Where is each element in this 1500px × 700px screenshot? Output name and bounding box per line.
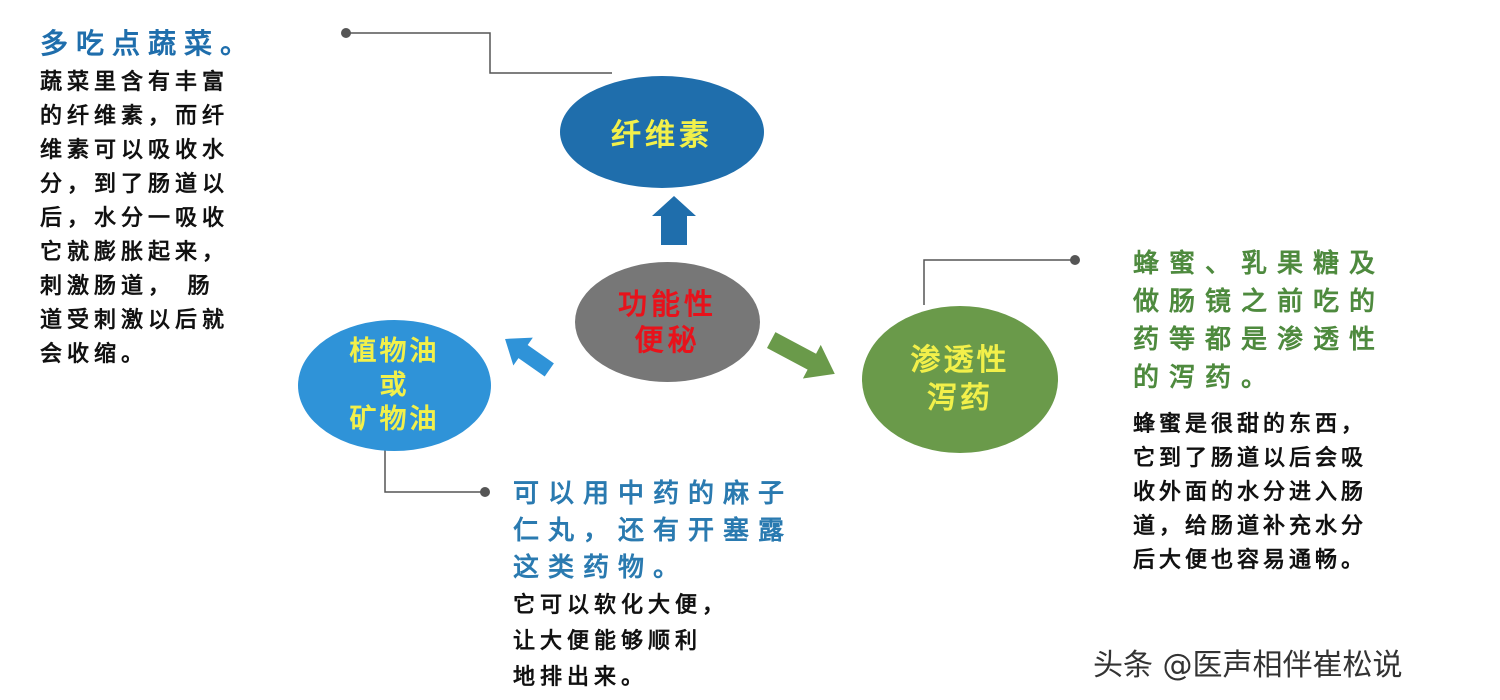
oil-note-title: 可以用中药的麻子 仁丸，还有开塞露 这类药物。 [513, 479, 794, 583]
fiber-node-label: 纤维素 [611, 118, 713, 153]
oil-node-label: 植物油 或 矿物油 [349, 335, 440, 435]
osmotic-node: 渗透性 泻药 [862, 306, 1058, 453]
osmotic-note-title: 蜂蜜、乳果糖及 做肠镜之前吃的 药等都是渗透性 的泻药。 [1133, 249, 1386, 393]
center-node: 功能性 便秘 [575, 262, 760, 382]
fiber-note-body: 蔬菜里含有丰富 的纤维素，而纤 维素可以吸收水 分，到了肠道以 后，水分一吸收 … [40, 70, 230, 367]
osmotic-note-body: 蜂蜜是很甜的东西， 它到了肠道以后会吸 收外面的水分进入肠 道，给肠道补充水分 … [1133, 412, 1368, 573]
fiber-note-title: 多吃点蔬菜。 [40, 27, 257, 60]
arrow-right-icon [766, 332, 835, 379]
osmotic-connector [923, 259, 1075, 305]
fiber-connector [346, 32, 612, 74]
watermark: 头条 @医声相伴崔松说 [1093, 648, 1403, 683]
osmotic-node-label: 渗透性 泻药 [910, 342, 1010, 416]
oil-node: 植物油 或 矿物油 [298, 320, 491, 451]
osmotic-connector-dot [1070, 255, 1080, 265]
center-node-label: 功能性 便秘 [617, 287, 717, 357]
arrow-up-icon [652, 196, 696, 245]
oil-connector-dot [480, 487, 490, 497]
fiber-connector-dot [341, 28, 351, 38]
arrow-left-icon [505, 337, 554, 377]
oil-note-body: 它可以软化大便， 让大便能够顺利 地排出来。 [513, 593, 730, 690]
fiber-node: 纤维素 [560, 76, 764, 188]
oil-connector [384, 450, 485, 493]
